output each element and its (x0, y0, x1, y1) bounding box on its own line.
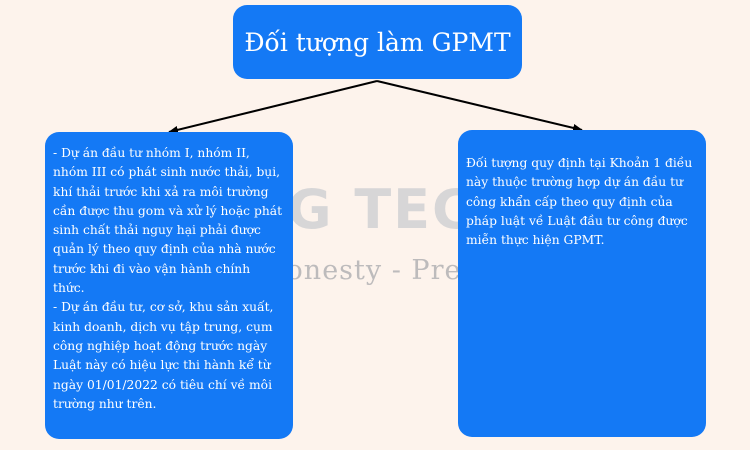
root-title: Đối tượng làm GPMT (244, 27, 511, 57)
left-paragraph-1: - Dự án đầu tư nhóm I, nhóm II, nhóm III… (53, 146, 283, 296)
connector-to-right-box (376, 80, 583, 132)
root-node: Đối tượng làm GPMT (233, 5, 522, 79)
left-paragraph-2: - Dự án đầu tư, cơ sở, khu sản xuất, kin… (53, 300, 274, 411)
connector-to-left-box (168, 80, 378, 134)
right-paragraph: Đối tượng quy định tại Khoản 1 điều này … (466, 156, 693, 248)
right-child-node: Đối tượng quy định tại Khoản 1 điều này … (458, 130, 706, 437)
left-child-node: - Dự án đầu tư nhóm I, nhóm II, nhóm III… (45, 132, 293, 439)
